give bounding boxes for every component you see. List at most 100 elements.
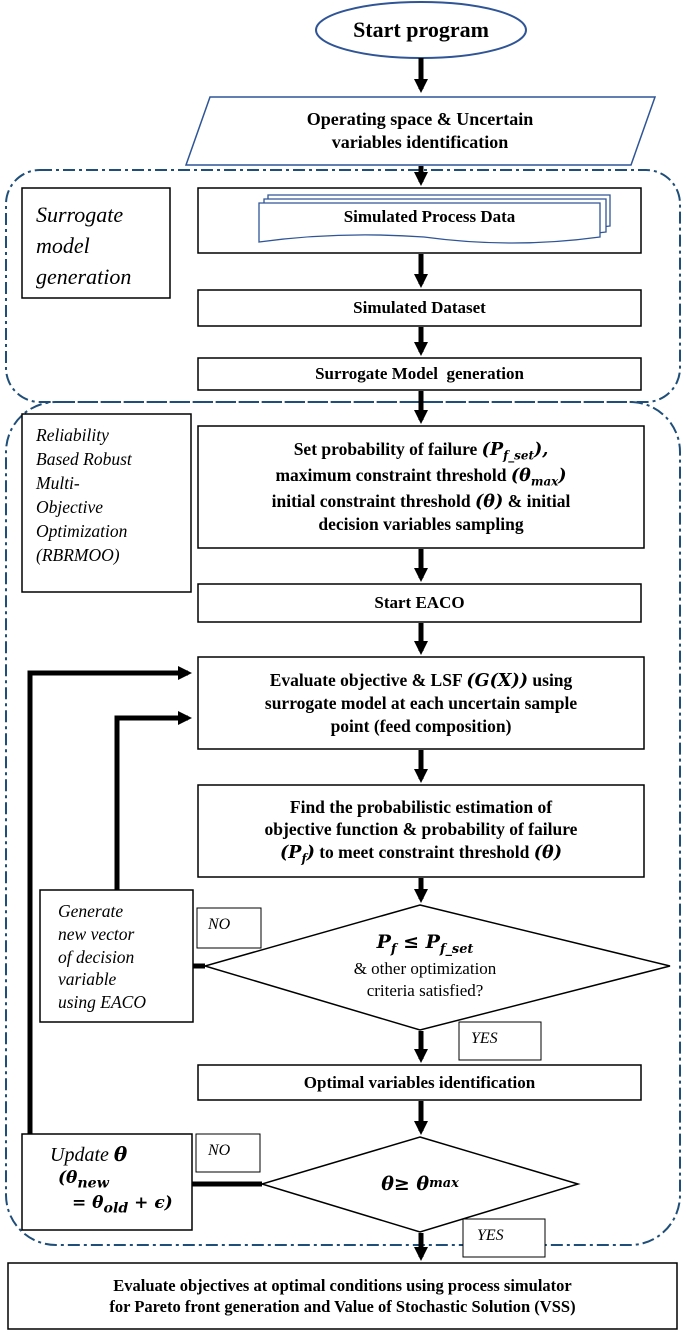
feedback-connectors [27,666,262,1187]
decision1-le: ≤ P [396,931,440,954]
evaluate-text-1b: using [528,669,573,690]
find-text-3: to meet constraint threshold [314,841,534,862]
surrogate-line-3: generation [36,263,132,289]
set-prob-text-3b: & initial [503,490,571,511]
failure-probability-decision-label: Pf ≤ Pf_set & other optimization criteri… [270,920,580,1012]
set-prob-text-1: Set probability of failure [293,439,482,460]
find-line-1: Find the probabilistic estimation of [289,796,553,817]
pf-open: (P [280,842,302,863]
set-prob-line-2: maximum constraint threshold (θmax) [275,464,566,490]
pf-symbol: (Pf) [280,842,315,866]
set-prob-line-4: decision variables sampling [318,514,524,535]
surrogate-region-label-box [21,187,171,299]
yes-label-2: YES [477,1227,504,1244]
set-prob-text-2: maximum constraint threshold [275,465,511,486]
theta-old-plus: + ϵ) [128,1193,173,1214]
theta-new-open: (θ [58,1168,78,1188]
failure-probability-decision [202,904,671,1031]
decision2-ge: ≥ θ [393,1172,430,1195]
pf-set-open: (P [481,440,504,461]
evaluate-line-3: point (feed composition) [330,715,512,736]
theta-max-close: ) [558,466,567,487]
decision2-sub: max [429,1175,459,1191]
no-label-box-1 [196,907,262,949]
optimal-variables-label: Optimal variables identification [303,1072,536,1092]
generate-vector-label: Generate new vector of decision variable… [58,900,146,1014]
find-probabilistic-label: Find the probabilistic estimation of obj… [198,785,644,877]
update-theta-symbol: θ [113,1142,128,1166]
simulated-dataset-label: Simulated Dataset [353,298,486,318]
rbrmoo-line-6: (RBRMOO) [36,544,120,565]
theta-max-decision [259,1136,581,1233]
pf-sub: f [301,851,307,866]
update-line-1: Update θ [50,1142,173,1168]
rbrmoo-line-4: Objective [36,496,104,517]
start-eaco-box [197,583,642,623]
final-evaluation-label: Evaluate objectives at optimal condition… [8,1263,677,1329]
start-eaco-label: Start EACO [374,593,465,613]
decision1-sub-2: f_set [439,941,474,957]
rbrmoo-line-2: Based Robust [36,448,132,469]
final-line-1: Evaluate objectives at optimal condition… [113,1275,572,1295]
simulated-process-data-label: Simulated Process Data [343,207,516,227]
rbrmoo-line-5: Optimization [36,520,128,541]
evaluate-line-1: Evaluate objective & LSF (G(X)) using [270,669,573,692]
generate-line-2: new vector [58,923,135,944]
theta-old-sub: old [103,1200,129,1217]
decision1-sub-1: f [390,941,397,957]
no-label-2: NO [208,1142,231,1159]
theta-old-eq: = θ [72,1193,104,1214]
pf-set-close: ), [533,440,549,461]
no-label-1: NO [208,916,231,933]
no-label-box-2 [195,1133,261,1173]
generate-line-3: of decision [58,946,135,967]
decision2-theta: θ [381,1172,394,1195]
find-line-3: (Pf) to meet constraint threshold (θ) [280,841,562,867]
find-probabilistic-box [197,784,645,878]
set-probability-label: Set probability of failure (Pf_set), max… [198,426,644,548]
update-theta-label: Update θ (θnew = θold + ϵ) [50,1142,173,1218]
decision1-line-2: & other optimization [353,959,497,979]
update-text: Update [50,1144,114,1166]
surrogate-line-2: model [36,232,90,258]
update-line-2: (θnew [58,1168,173,1193]
simulated-dataset-box [197,289,642,327]
update-theta-box [21,1133,193,1231]
yes-label-box-1 [458,1021,542,1061]
set-prob-line-3: initial constraint threshold (θ) & initi… [272,490,571,513]
generate-line-4: variable [58,969,117,990]
find-line-2: objective function & probability of fail… [264,819,578,840]
update-line-3: = θold + ϵ) [72,1193,173,1218]
surrogate-model-generation-label: Surrogate Model generation [315,364,524,384]
rbrmoo-region-border [5,401,681,1246]
yes-label-box-2 [462,1218,546,1258]
theta-new-sub: new [77,1175,109,1192]
theta-max-sub: max [530,474,559,489]
pf-le-pfset-expression: Pf ≤ Pf_set [377,930,474,958]
rbrmoo-line-1: Reliability [36,425,109,445]
theta-symbol: (θ) [475,491,504,512]
decision1-line-3: criteria satisfied? [366,981,484,1001]
lsf-symbol: (G(X)) [466,670,529,691]
generate-line-5: using EACO [58,992,146,1012]
operating-line-1: Operating space & Uncertain [306,108,534,129]
evaluate-objective-label: Evaluate objective & LSF (G(X)) using su… [198,657,644,749]
decision1-p: P [376,931,391,954]
evaluate-text-1: Evaluate objective & LSF [269,669,467,690]
set-probability-box [197,425,645,549]
surrogate-model-generation-box [197,357,642,391]
surrogate-region-label: Surrogate model generation [36,200,131,292]
theta-max-open: (θ [510,466,531,487]
multi-document-icon-front [258,202,601,244]
pf-set-symbol: (Pf_set), [481,440,549,463]
surrogate-line-1: Surrogate [36,202,124,227]
evaluate-objective-box [197,656,645,750]
optimal-variables-box [197,1064,642,1101]
start-label: Start program [353,16,489,42]
theta-max-symbol: (θmax) [510,466,567,489]
pf-close: ) [306,842,315,863]
final-evaluation-box [7,1262,678,1330]
rbrmoo-region-label: Reliability Based Robust Multi- Objectiv… [36,424,132,568]
